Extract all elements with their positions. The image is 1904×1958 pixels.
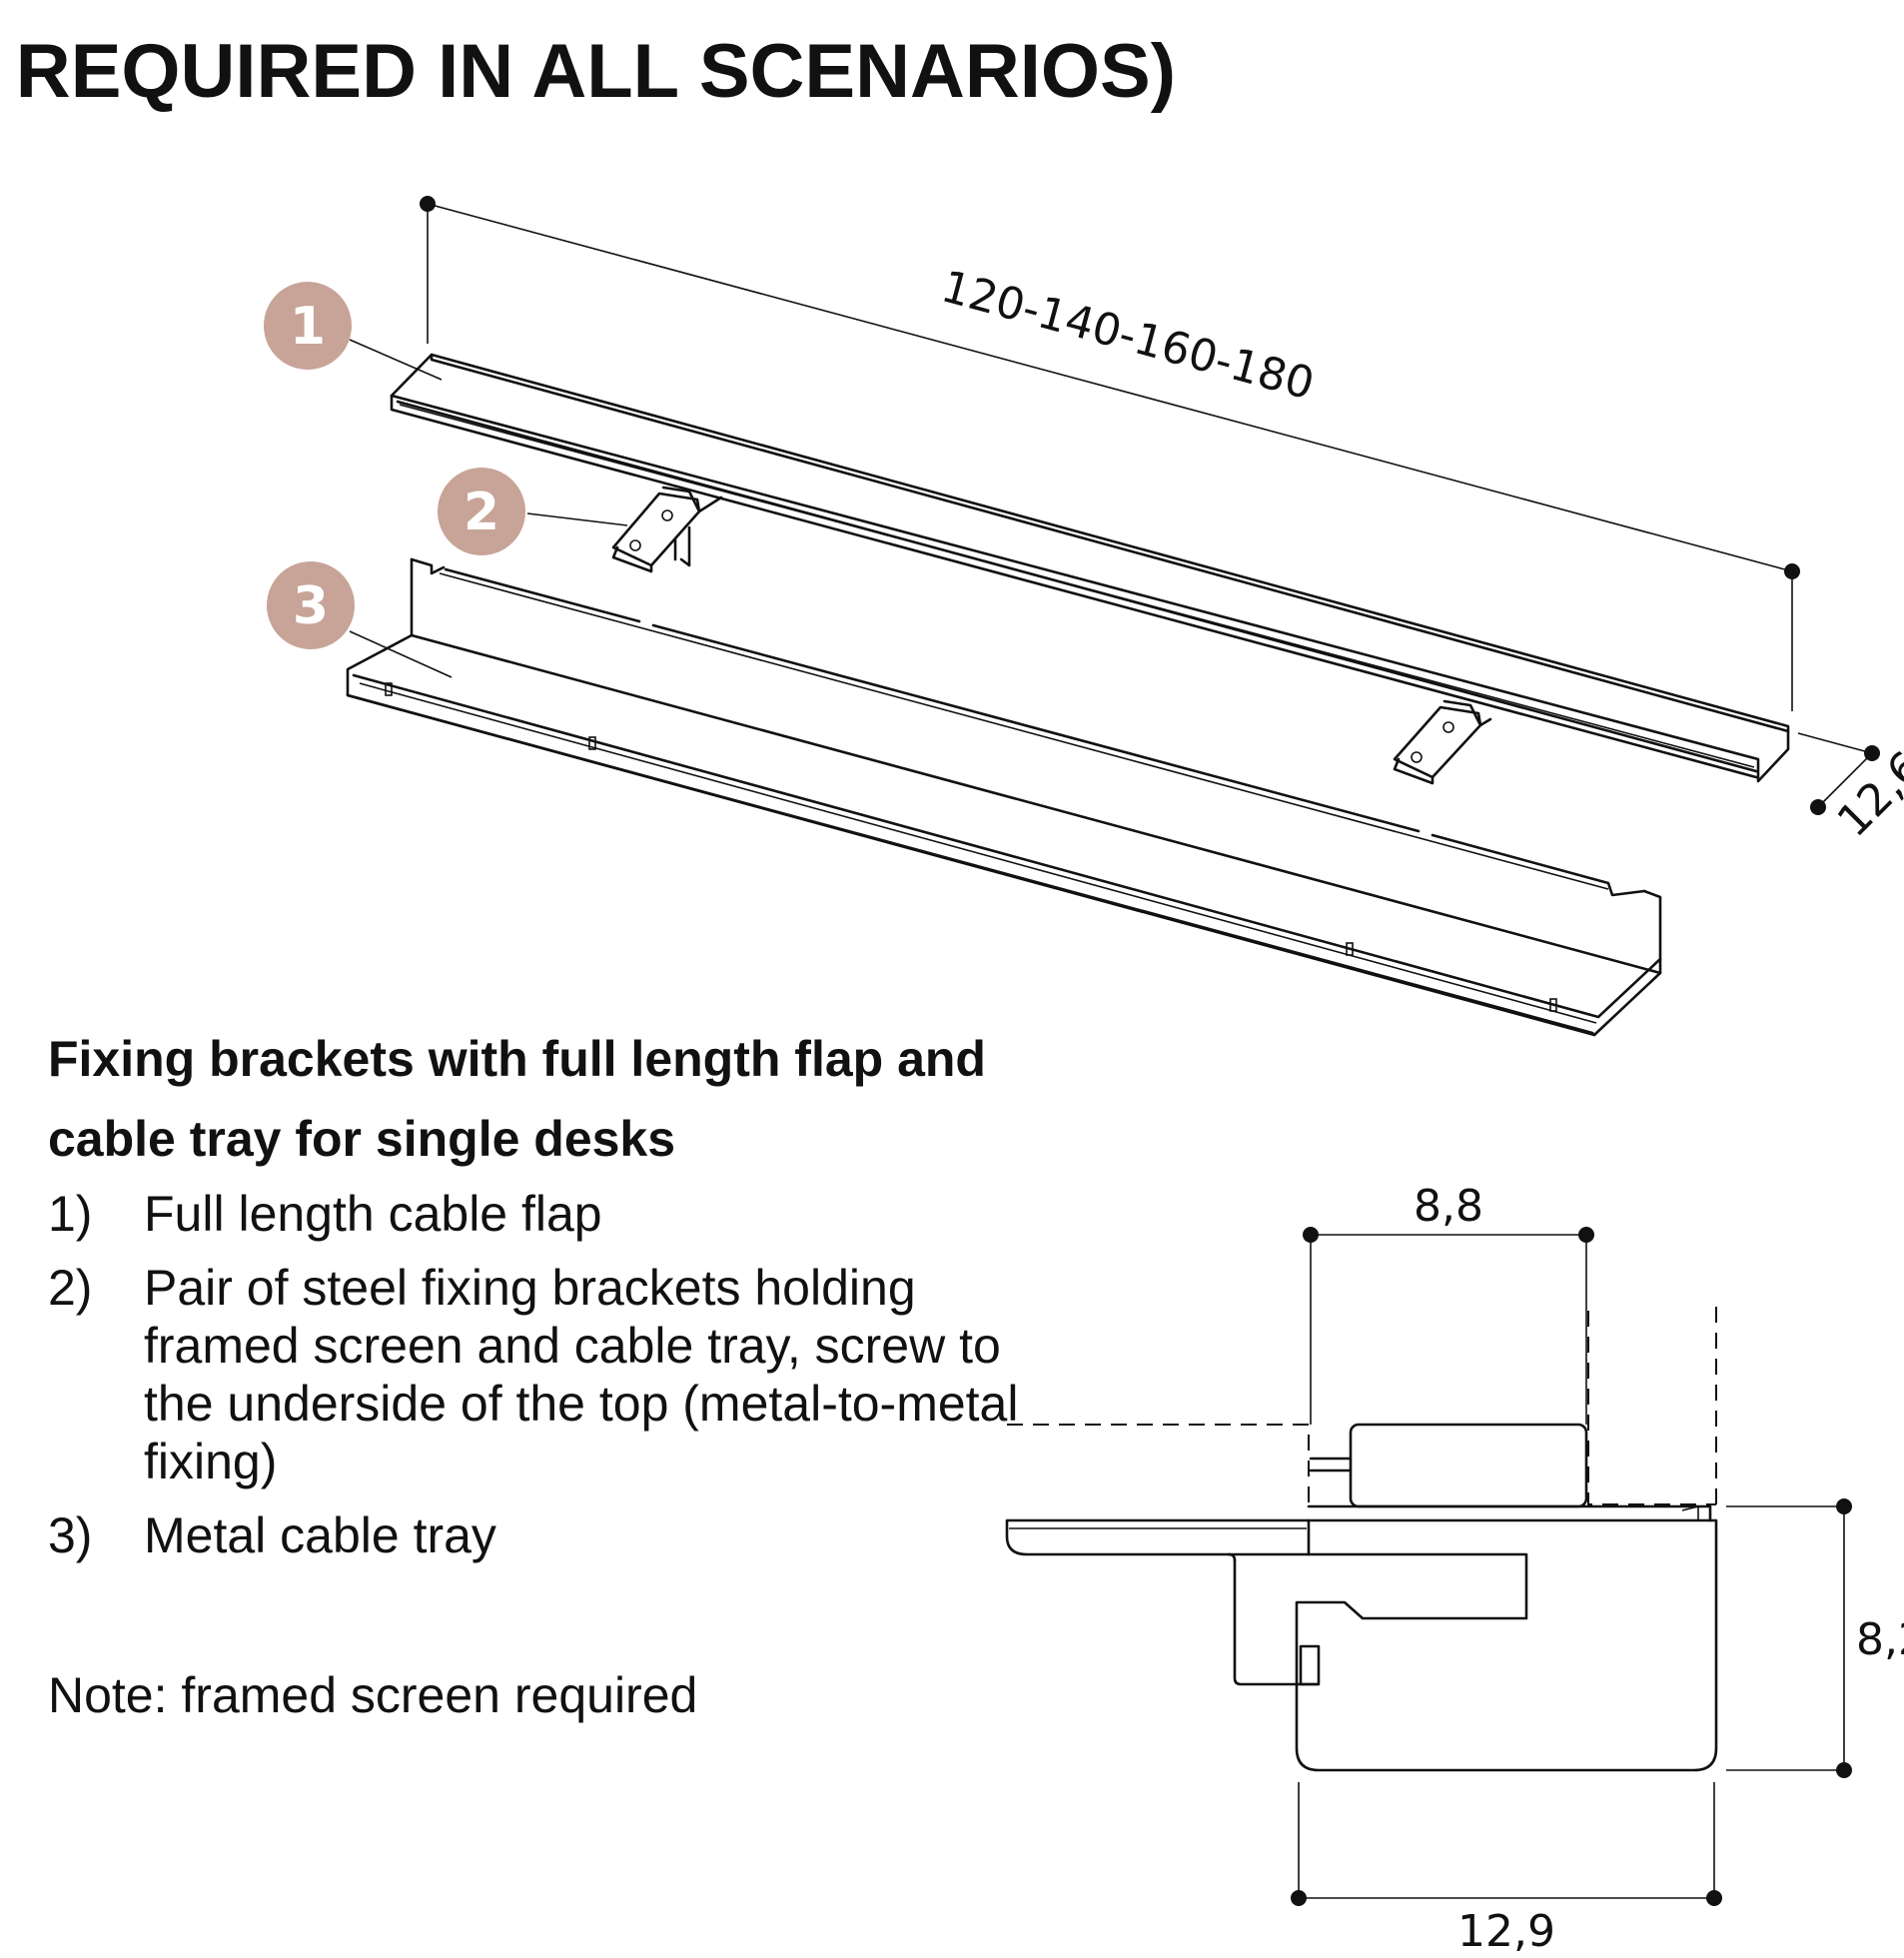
bottom-width-dimension-label: 12,9	[1457, 1906, 1555, 1957]
page-title: S REQUIRED IN ALL SCENARIOS)	[0, 29, 1176, 114]
list-item-text: Pair of steel fixing brackets holding fr…	[144, 1260, 1019, 1489]
callout-2-label: 2	[464, 483, 499, 542]
cable-flap-part	[390, 353, 1790, 783]
list-item-number: 1)	[48, 1186, 93, 1242]
fixing-bracket-left	[611, 486, 723, 573]
callout-1-circle	[264, 282, 352, 370]
description-title: Fixing brackets with full length flap an…	[48, 1031, 986, 1167]
note-text: Note: framed screen required	[48, 1667, 698, 1723]
height-dimension-label: 8,2	[1856, 1614, 1904, 1665]
cross-section	[1005, 1307, 1718, 1772]
length-dimension: 120-140-160-180	[420, 196, 1800, 711]
height-dimension: 8,2	[1726, 1498, 1904, 1778]
cable-tray-part	[346, 557, 1662, 1037]
list-item: 2) Pair of steel fixing brackets holding…	[48, 1259, 1027, 1490]
list-item-number: 2)	[48, 1260, 93, 1316]
list-item-text: Full length cable flap	[144, 1186, 602, 1242]
callout-2-circle	[438, 468, 525, 555]
description-block: Fixing brackets with full length flap an…	[48, 1019, 1027, 1580]
callout-3-label: 3	[293, 576, 329, 636]
depth-dimension: 12,6	[1797, 732, 1904, 847]
list-item: 1) Full length cable flap	[48, 1185, 1027, 1243]
list-item: 3) Metal cable tray	[48, 1506, 1027, 1564]
leader-line-2	[526, 512, 628, 526]
top-width-dimension-label: 8,8	[1414, 1181, 1483, 1232]
callout-3-circle	[267, 561, 355, 649]
callout-1: 1	[264, 282, 352, 370]
list-item-text: Metal cable tray	[144, 1507, 496, 1563]
list-item-number: 3)	[48, 1507, 93, 1563]
callout-1-label: 1	[290, 297, 326, 357]
callout-2: 2	[438, 468, 525, 555]
length-dimension-label: 120-140-160-180	[936, 261, 1320, 410]
component-list: 1) Full length cable flap 2) Pair of ste…	[48, 1185, 1027, 1564]
callout-3: 3	[267, 561, 355, 649]
fixing-bracket-right	[1393, 699, 1492, 785]
leader-line-3	[349, 630, 453, 678]
bottom-width-dimension: 12,9	[1291, 1782, 1722, 1957]
top-width-dimension: 8,8	[1303, 1181, 1594, 1425]
leader-line-1	[349, 339, 443, 381]
